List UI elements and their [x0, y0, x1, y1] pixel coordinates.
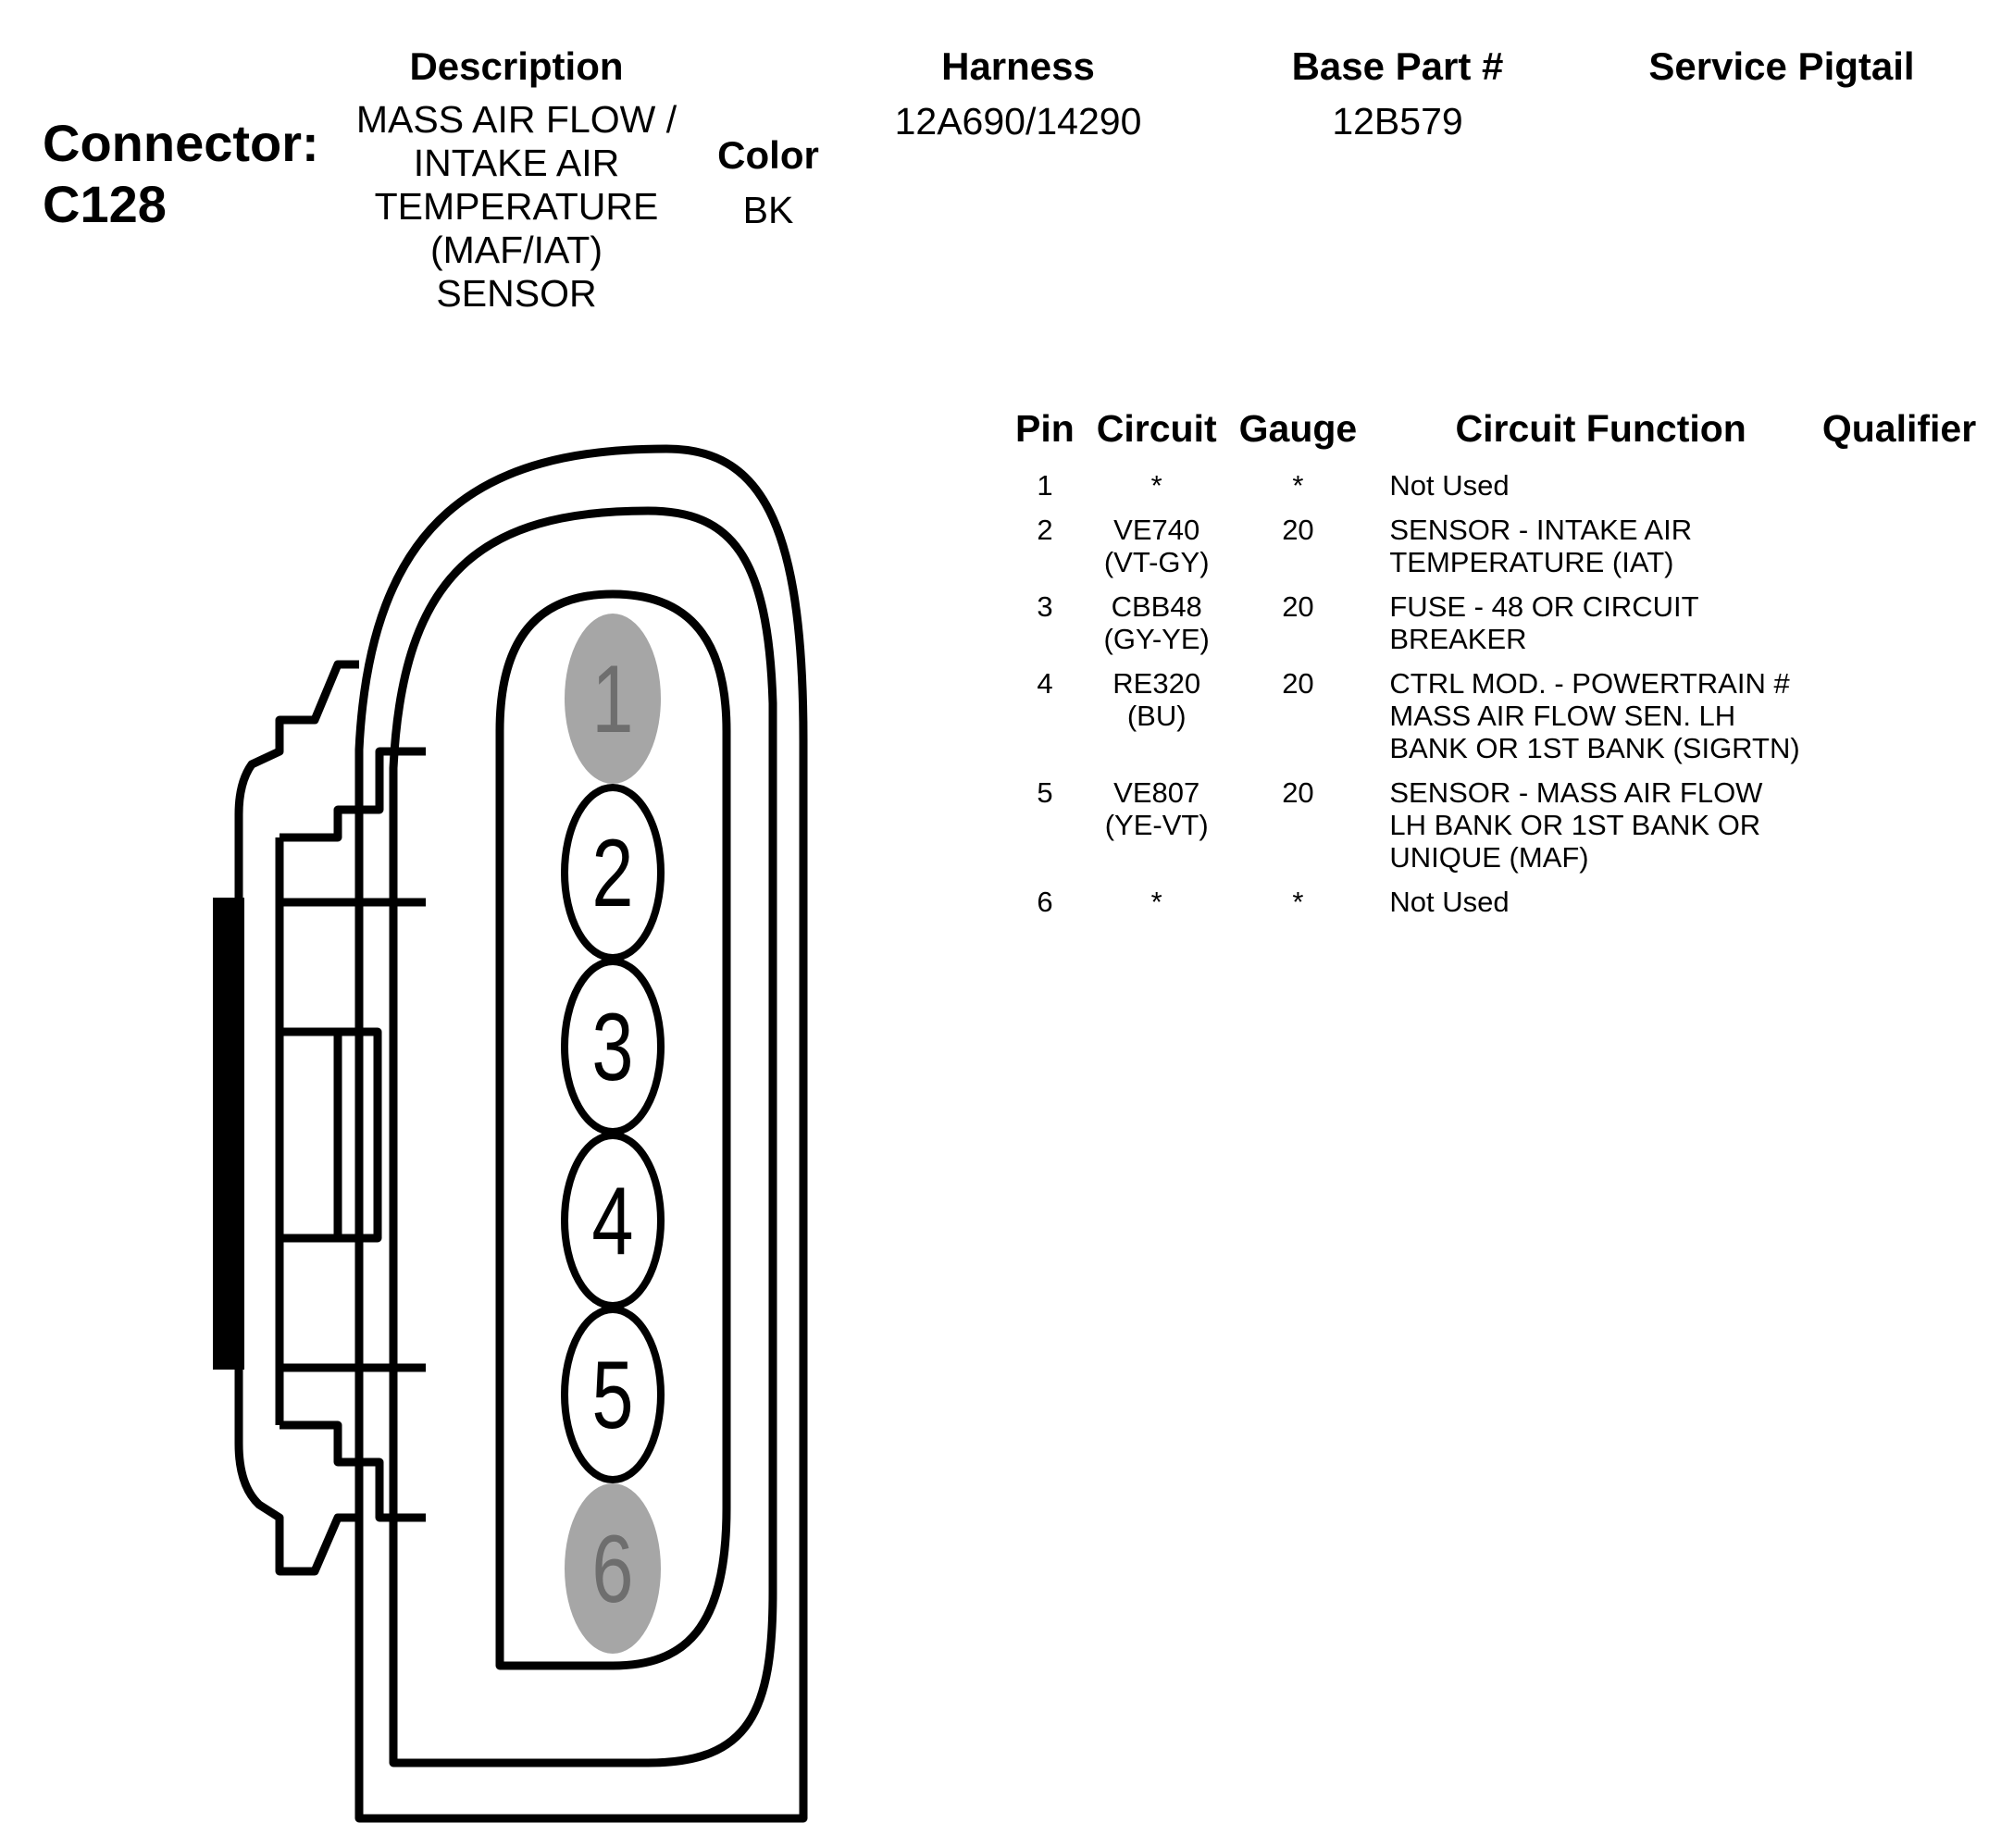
harness-number: 12A690/14290: [894, 100, 1142, 143]
col-circuit-function: Circuit Function: [1455, 407, 1746, 450]
circuit-function-cell: SENSOR - INTAKE AIR TEMPERATURE (IAT): [1389, 514, 1693, 578]
pin-group: 1 2 3 4 5 6: [561, 614, 665, 1654]
gauge-cell: 20: [1282, 667, 1314, 700]
latch-top: [234, 660, 359, 1576]
color-heading: Color: [717, 133, 819, 177]
pin-table-header: Pin Circuit Gauge Circuit Function Quali…: [1005, 407, 1986, 469]
service-pigtail-heading: Service Pigtail: [1648, 44, 1915, 88]
table-row: 6 * * Not Used: [1005, 886, 1986, 930]
connector-description: MASS AIR FLOW / INTAKE AIR TEMPERATURE (…: [355, 98, 677, 315]
pin-1-label: 1: [591, 645, 633, 752]
circuit-cell: RE320 (BU): [1112, 667, 1201, 732]
gauge-cell: *: [1292, 886, 1304, 918]
pin-5-outline: [561, 1306, 665, 1483]
housing-inner: [389, 506, 777, 1767]
harness-heading: Harness: [941, 44, 1095, 88]
circuit-cell: *: [1150, 469, 1162, 502]
pin-4-label: 4: [591, 1167, 633, 1274]
latch-step-bottom: [280, 1420, 426, 1522]
pin-5: 5: [561, 1306, 665, 1483]
table-row: 5 VE807 (YE-VT) 20 SENSOR - MASS AIR FLOW L…: [1005, 776, 1986, 886]
circuit-function-cell: FUSE - 48 OR CIRCUIT BREAKER: [1389, 590, 1699, 655]
pin-2-label: 2: [591, 819, 633, 926]
description-heading: Description: [409, 44, 624, 88]
pin-cell: 2: [1037, 514, 1053, 546]
connector-label: Connector:: [43, 114, 319, 172]
latch-step-top: [280, 747, 426, 842]
latch-window: [280, 1027, 382, 1243]
connector-face-strip: [213, 898, 244, 1370]
housing-outer: [354, 444, 808, 1823]
pin-table-body: 1 * * Not Used 2 VE740 (VT-GY) 20 SENSOR - INTA…: [1005, 469, 1986, 930]
col-circuit: Circuit: [1096, 407, 1217, 450]
pin-cell: 3: [1037, 590, 1053, 623]
pin-cavity: [495, 589, 731, 1670]
col-gauge: Gauge: [1238, 407, 1358, 450]
connector-color: BK: [742, 189, 794, 231]
circuit-cell: VE740 (VT-GY): [1103, 514, 1210, 578]
circuit-function-cell: CTRL MOD. - POWERTRAIN # MASS AIR FLOW S…: [1389, 667, 1800, 764]
base-part-number: 12B579: [1332, 100, 1463, 143]
gauge-cell: 20: [1282, 590, 1314, 623]
connector-title: Connector: C128: [43, 113, 319, 235]
pin-3: 3: [561, 958, 665, 1135]
connector-id: C128: [43, 175, 167, 233]
col-qualifier: Qualifier: [1821, 407, 1977, 450]
circuit-cell: CBB48 (GY-YE): [1103, 590, 1210, 655]
table-row: 3 CBB48 (GY-YE) 20 FUSE - 48 OR CIRCUIT BRE…: [1005, 590, 1986, 667]
base-part-heading: Base Part #: [1291, 44, 1504, 88]
pin-6-label: 6: [591, 1515, 633, 1622]
gauge-cell: *: [1292, 469, 1304, 502]
circuit-cell: VE807 (YE-VT): [1104, 776, 1209, 841]
circuit-function-cell: Not Used: [1389, 886, 1510, 918]
circuit-cell: *: [1150, 886, 1162, 918]
circuit-function-cell: Not Used: [1389, 469, 1510, 502]
table-row: 2 VE740 (VT-GY) 20 SENSOR - INTAKE AIR TEMP…: [1005, 514, 1986, 590]
pin-3-label: 3: [591, 993, 633, 1100]
pin-6: 6: [565, 1483, 661, 1654]
gauge-cell: 20: [1282, 514, 1314, 546]
pin-4: 4: [561, 1132, 665, 1309]
pin-cell: 6: [1037, 886, 1053, 918]
pin-cell: 4: [1037, 667, 1053, 700]
circuit-function-cell: SENSOR - MASS AIR FLOW LH BANK OR 1ST BA…: [1389, 776, 1763, 874]
pin-cell: 1: [1037, 469, 1053, 502]
pin-table: Pin Circuit Gauge Circuit Function Quali…: [1005, 407, 1986, 930]
pin-1: 1: [565, 614, 661, 784]
pin-1-outline: [565, 614, 661, 784]
col-pin: Pin: [1015, 407, 1075, 450]
gauge-cell: 20: [1282, 776, 1314, 809]
pin-2: 2: [561, 784, 665, 961]
pin-cell: 5: [1037, 776, 1053, 809]
pin-5-label: 5: [591, 1341, 633, 1448]
pin-6-outline: [565, 1483, 661, 1654]
table-row: 1 * * Not Used: [1005, 469, 1986, 514]
table-row: 4 RE320 (BU) 20 CTRL MOD. - POWERTRAIN # MA…: [1005, 667, 1986, 776]
